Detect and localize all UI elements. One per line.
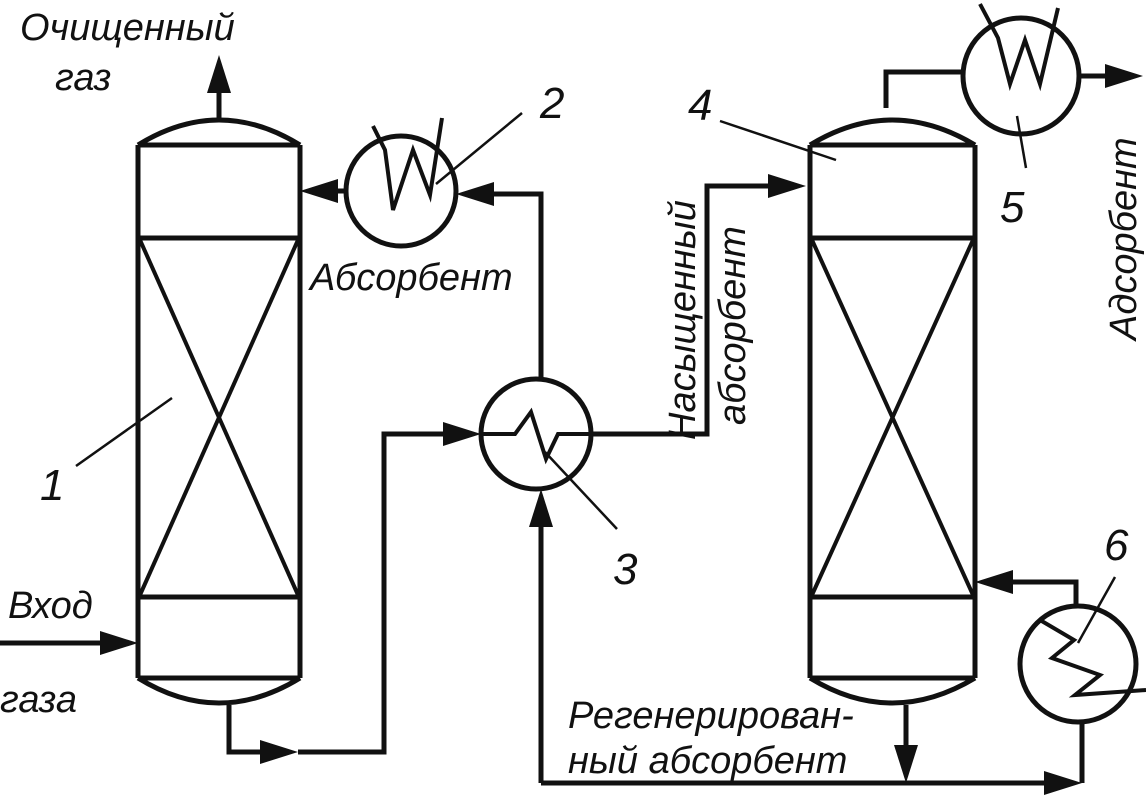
absorbent-label-left: Абсорбент	[308, 257, 513, 299]
equipment-number-6: 6	[1104, 521, 1129, 570]
rich-absorbent-line-b	[298, 431, 443, 755]
gas-inlet-arrow	[100, 631, 138, 655]
saturated-absorbent-label-line2: абсорбент	[712, 226, 754, 425]
equipment-number-2: 2	[539, 79, 564, 128]
saturated-absorbent-arrow	[768, 174, 806, 198]
saturated-absorbent-label-line1: Насыщенный	[662, 200, 704, 440]
equipment-number-1: 1	[40, 461, 64, 510]
equipment-number-3: 3	[613, 545, 638, 594]
condenser-5-circle	[960, 15, 1082, 137]
leader-6	[1076, 576, 1117, 644]
desorber-4-packing-cross-b	[810, 239, 975, 596]
regenerated-label-line2: ный абсорбент	[568, 740, 847, 782]
rich-absorbent-arrow-b	[443, 422, 481, 446]
lean-absorbent-arrow-to-cooler	[456, 182, 494, 206]
vapor-to-condenser-line	[883, 69, 963, 108]
absorber-column-1	[135, 117, 303, 706]
reboiler-6-coil	[1038, 618, 1146, 698]
rich-absorbent-line-a	[226, 705, 260, 755]
regenerated-to-reboiler-arrow	[1044, 771, 1082, 795]
absorber-1-packing-cross-b	[138, 239, 300, 596]
leader-1	[75, 396, 173, 468]
adsorbent-label-right: Адсорбент	[1103, 137, 1145, 342]
heat-exchanger-3	[478, 376, 594, 492]
regenerated-drop-arrow	[894, 745, 918, 783]
desorber-4-shell	[807, 117, 978, 706]
reboiler-6-circle	[1017, 603, 1139, 725]
clean-gas-label-line2: газ	[55, 57, 111, 99]
lean-absorbent-line-to-cooler	[492, 191, 544, 379]
clean-gas-label-line1: Очищенный	[20, 7, 235, 49]
equipment-number-5: 5	[1000, 183, 1025, 232]
gas-inlet-label-line1: Вход	[8, 585, 93, 627]
saturated-absorbent-line	[591, 183, 768, 437]
reboiler-return-line	[1013, 579, 1079, 606]
regenerated-label-line1: Регенерирован-	[568, 695, 854, 737]
equipment-number-4: 4	[688, 81, 712, 130]
leader-3	[544, 451, 618, 530]
heat-exchanger-3-coil	[481, 407, 591, 465]
leader-5	[1015, 115, 1028, 169]
leader-2	[435, 112, 523, 185]
desorber-column-4	[807, 117, 978, 706]
absorbent-to-column-arrow	[300, 179, 338, 203]
leader-4	[719, 119, 837, 162]
cooler-2-coil	[371, 117, 444, 211]
reboiler-return-arrow	[975, 570, 1013, 594]
regenerated-to-exchanger-arrow	[529, 489, 553, 527]
clean-gas-outlet-arrow	[207, 55, 231, 93]
reboiler-6	[1017, 603, 1146, 725]
condenser-outlet-arrow	[1105, 64, 1143, 88]
condenser-5	[960, 3, 1082, 137]
absorber-1-shell	[135, 117, 303, 706]
gas-inlet-label-line2: газа	[0, 679, 77, 721]
condenser-5-coil	[978, 3, 1060, 92]
rich-absorbent-arrow-a	[260, 740, 298, 764]
